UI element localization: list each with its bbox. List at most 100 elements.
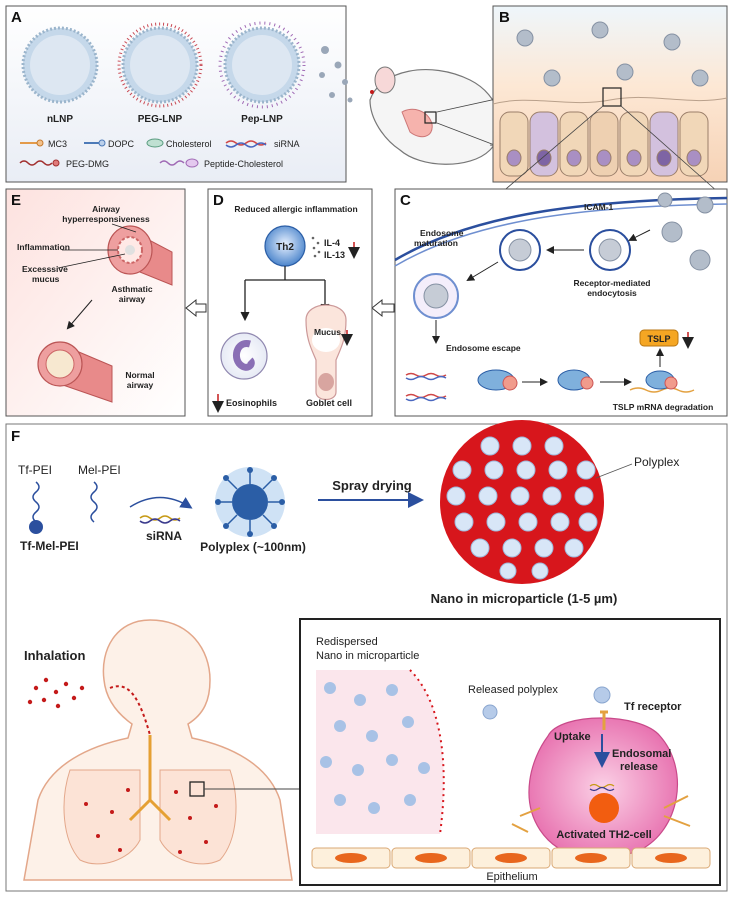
- excessive-mucus-label-1: Excesssive: [22, 264, 68, 274]
- ahr-label-2: hyperresponsiveness: [62, 214, 150, 224]
- normal-airway-label-2: airway: [127, 380, 154, 390]
- legend-peg-dmg: PEG-DMG: [19, 159, 109, 169]
- panel-b-letter: B: [499, 9, 510, 26]
- endosome-maturation-label-2: maturation: [414, 238, 458, 248]
- redispersed-label-2: Nano in microparticle: [316, 650, 419, 662]
- ahr-label-1: Airway: [92, 204, 120, 214]
- pep-lnp-label: Pep-LNP: [241, 114, 283, 125]
- normal-airway-label-1: Normal: [125, 370, 154, 380]
- tf-receptor-label: Tf receptor: [624, 701, 682, 713]
- il4-label: IL-4: [324, 238, 340, 248]
- tf-mel-pei-label: Tf-Mel-PEI: [20, 539, 79, 553]
- spray-drying-label: Spray drying: [332, 478, 412, 493]
- peg-lnp-label: PEG-LNP: [138, 114, 183, 125]
- peg-lnp-particle: [117, 22, 203, 108]
- legend-cholesterol-label: Cholesterol: [166, 139, 212, 149]
- eosinophils-label: Eosinophils: [226, 398, 277, 408]
- sirna-strands: [405, 372, 447, 402]
- endosomal-release-label-2: release: [620, 761, 658, 773]
- th2-label: Th2: [276, 242, 294, 253]
- reduced-inflammation-label: Reduced allergic inflammation: [234, 204, 357, 214]
- nano-in-microparticle-label: Nano in microparticle (1-5 µm): [431, 591, 618, 606]
- late-endosome: [413, 273, 459, 319]
- hollow-arrow-d-to-e: [185, 298, 207, 318]
- receptor-bound-polyplex: [593, 686, 611, 704]
- legend-peptide-cholesterol-label: Peptide-Cholesterol: [204, 159, 283, 169]
- mouse-illustration: [369, 66, 561, 172]
- panel-d-letter: D: [213, 192, 224, 209]
- excessive-mucus-label-2: mucus: [32, 274, 60, 284]
- epithelial-cells: [499, 111, 709, 177]
- tf-pei-label: Tf-PEI: [18, 463, 52, 477]
- complexation-arrow: [129, 496, 193, 509]
- inflammation-label: Inflammation: [17, 242, 70, 252]
- icam1-label: ICAM-1: [584, 202, 614, 212]
- inhaled-particles: [27, 677, 218, 854]
- polyplex-illustration: [215, 467, 285, 537]
- uptake-label: Uptake: [554, 731, 591, 743]
- sirna-label: siRNA: [146, 529, 182, 543]
- inhalation-label: Inhalation: [24, 648, 85, 663]
- legend-dopc: DOPC: [84, 139, 135, 149]
- tslp-degradation-label: TSLP mRNA degradation: [613, 402, 714, 412]
- normal-airway-illustration: [37, 341, 113, 403]
- asthmatic-airway-label-1: Asthmatic: [111, 284, 152, 294]
- asthmatic-airway-label-2: airway: [119, 294, 146, 304]
- panel-e: E Airway hyperresponsiveness Inflammatio…: [5, 188, 186, 417]
- mel-pei-label: Mel-PEI: [78, 463, 121, 477]
- nlnp-particle: [21, 26, 99, 104]
- goblet-cell: [305, 304, 347, 401]
- legend-mc3: MC3: [20, 139, 67, 149]
- released-polyplex-label: Released polyplex: [468, 684, 558, 696]
- endosome-maturation-label-1: Endosome: [420, 228, 464, 238]
- nano-in-microparticle: [440, 420, 604, 584]
- endosome-escape-label: Endosome escape: [446, 343, 521, 353]
- legend-mc3-label: MC3: [48, 139, 67, 149]
- transferrin-head: [29, 520, 43, 534]
- mrna-cleavage: [629, 370, 695, 393]
- tslp-badge: [639, 329, 679, 347]
- early-endosome: [499, 229, 541, 271]
- panel-b: B: [492, 5, 728, 201]
- legend-cholesterol: Cholesterol: [146, 138, 212, 149]
- pep-lnp-particle: [218, 21, 306, 109]
- endocytosis-vesicle: [589, 229, 631, 271]
- receptor-mediated-label-2: endocytosis: [587, 288, 637, 298]
- redispersed-particle: [316, 670, 444, 834]
- asthmatic-airway-illustration: [107, 225, 173, 286]
- panel-f-letter: F: [11, 428, 20, 445]
- receptor-mediated-label-1: Receptor-mediated: [574, 278, 651, 288]
- nlnp-label: nLNP: [47, 114, 73, 125]
- risc-complex-1: [477, 369, 518, 391]
- epithelium-layer: [311, 847, 711, 869]
- panel-e-letter: E: [11, 192, 21, 209]
- epithelium-label: Epithelium: [486, 871, 537, 883]
- goblet-cell-label: Goblet cell: [306, 398, 352, 408]
- panel-c-letter: C: [400, 192, 411, 209]
- eosinophil-cell: [220, 332, 268, 380]
- released-polyplex: [482, 704, 498, 720]
- hollow-arrow-c-to-d: [371, 298, 395, 318]
- particle-stream: [319, 46, 353, 103]
- legend-peg-dmg-label: PEG-DMG: [66, 159, 109, 169]
- polyplex-size-label: Polyplex (~100nm): [200, 540, 306, 554]
- panel-c: C ICAM-1 Endosome maturation Receptor-me…: [394, 188, 728, 417]
- legend-sirna-label: siRNA: [274, 139, 300, 149]
- mucus-label: Mucus: [314, 327, 341, 337]
- polyplex-pointer-label: Polyplex: [634, 455, 679, 469]
- panel-f: F Tf-PEI Mel-PEI Tf-Mel-PEI siRNA Polypl…: [5, 420, 728, 892]
- il13-label: IL-13: [324, 250, 345, 260]
- panel-a-letter: A: [11, 9, 22, 26]
- endosomal-release-label-1: Endosomal: [612, 748, 671, 760]
- panel-d: D Reduced allergic inflammation Th2 IL-4…: [207, 188, 373, 417]
- legend-sirna: siRNA: [225, 139, 300, 149]
- legend-dopc-label: DOPC: [108, 139, 135, 149]
- redispersed-label-1: Redispersed: [316, 636, 378, 648]
- activated-th2-label: Activated TH2-cell: [556, 829, 651, 841]
- risc-complex-2: [557, 369, 594, 391]
- human-body-outline: [23, 619, 293, 881]
- tslp-label: TSLP: [647, 334, 670, 344]
- panel-a: A nLNP PEG-LNP Pep-LNP MC3 DOPC: [5, 5, 347, 183]
- legend-peptide-cholesterol: Peptide-Cholesterol: [159, 158, 283, 169]
